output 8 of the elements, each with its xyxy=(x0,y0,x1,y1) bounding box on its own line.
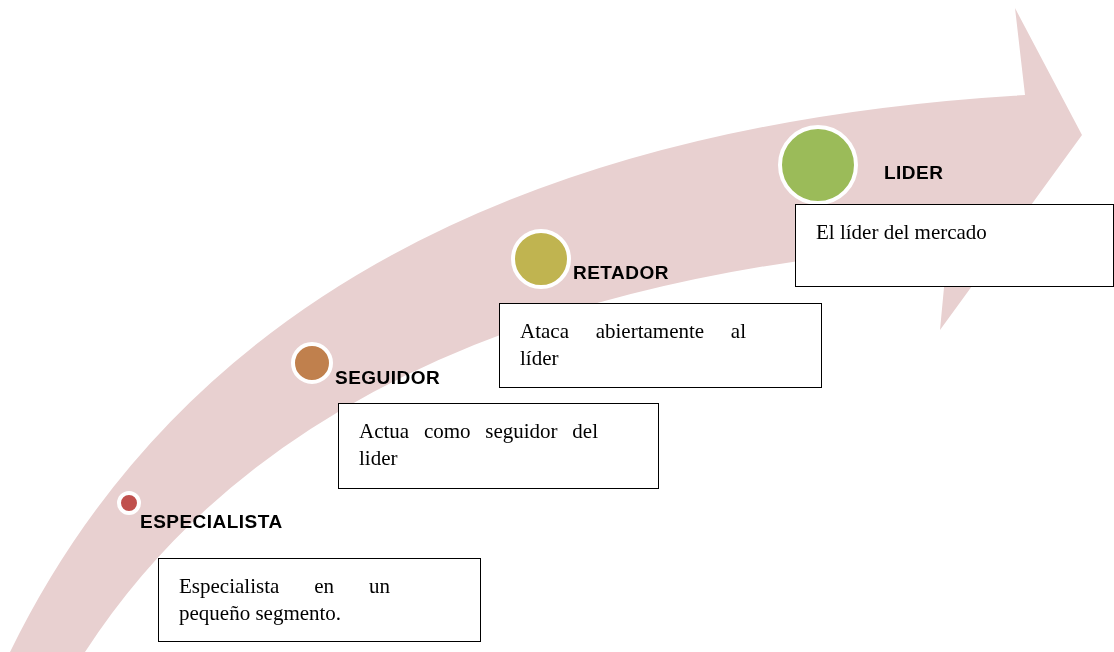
description-box: El líder del mercado xyxy=(795,204,1114,287)
stage-label: LIDER xyxy=(884,161,944,185)
description-box: Actua como seguidor del lider xyxy=(338,403,659,489)
stage-label: RETADOR xyxy=(573,261,669,285)
stage-label: SEGUIDOR xyxy=(335,366,441,390)
description-box: Ataca abiertamente al líder xyxy=(499,303,822,388)
stage-label: ESPECIALISTA xyxy=(140,510,283,534)
description-box: Especialista en un pequeño segmento. xyxy=(158,558,481,642)
